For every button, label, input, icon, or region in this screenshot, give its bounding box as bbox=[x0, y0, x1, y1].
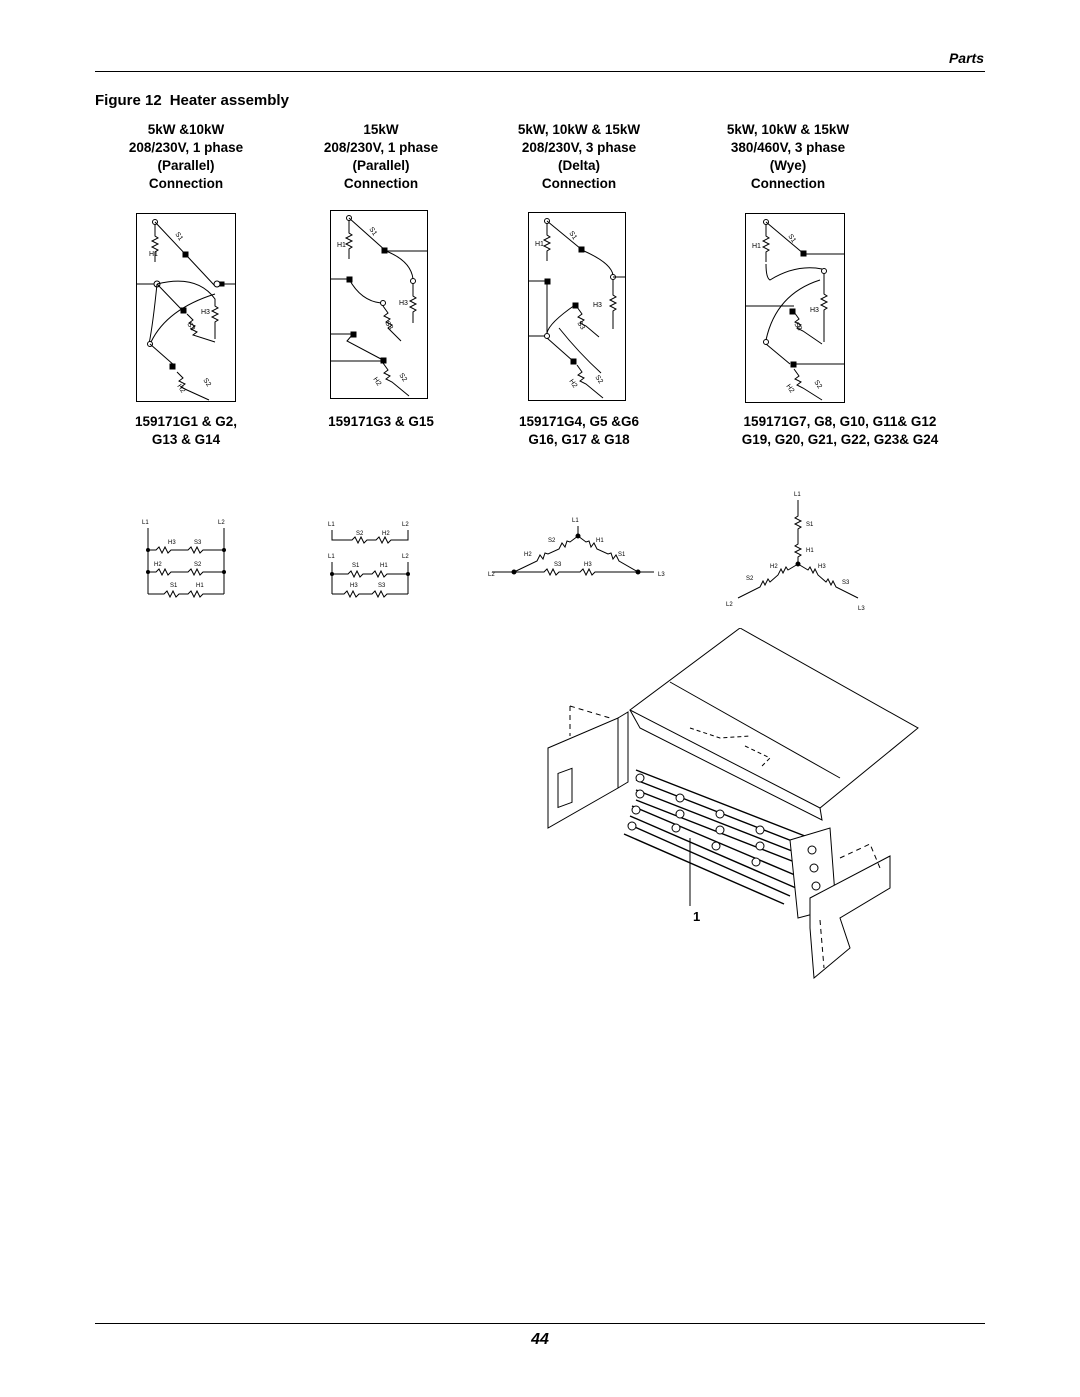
svg-text:H3: H3 bbox=[201, 309, 210, 316]
schematic-wye: L1 S1 H1 H2 S2 H3 S3 L2 L3 bbox=[726, 492, 865, 612]
svg-text:S3: S3 bbox=[185, 321, 196, 332]
schematic-parallel-1: L1 L2 H3 S3 H2 S2 S1 H1 bbox=[142, 520, 226, 599]
svg-text:H1: H1 bbox=[806, 548, 814, 554]
svg-text:S2: S2 bbox=[593, 374, 604, 385]
wiring-diagram-parallel-1: H1 S1 L2 L1 H3 S3 H2 S2 bbox=[136, 213, 236, 402]
svg-text:H2: H2 bbox=[371, 376, 382, 387]
svg-text:H2: H2 bbox=[567, 378, 578, 389]
svg-text:H3: H3 bbox=[399, 300, 408, 307]
column-heading-3: 5kW, 10kW & 15kW 208/230V, 3 phase (Delt… bbox=[517, 122, 641, 191]
svg-text:S1: S1 bbox=[173, 231, 184, 242]
svg-text:H3: H3 bbox=[168, 540, 176, 546]
schematic-parallel-2: L1 L2 S2 H2 L1 L2 S1 H1 H3 S3 bbox=[328, 522, 410, 598]
part-numbers-3: 159171G4, G5 &G6 G16, G17 & G18 bbox=[518, 414, 640, 447]
svg-text:L3: L3 bbox=[858, 606, 865, 612]
part-numbers-1: 159171G1 & G2, G13 & G14 bbox=[134, 414, 238, 447]
svg-text:H2: H2 bbox=[382, 531, 390, 537]
callout-1: 1 bbox=[693, 909, 701, 924]
svg-text:S1: S1 bbox=[806, 522, 814, 528]
svg-text:S1: S1 bbox=[567, 230, 578, 241]
column-heading-1: 5kW &10kW 208/230V, 1 phase (Parallel) C… bbox=[128, 122, 244, 191]
heater-assembly-drawing bbox=[547, 628, 919, 980]
page-number: 44 bbox=[531, 1331, 549, 1348]
svg-text:H1: H1 bbox=[149, 251, 158, 258]
svg-text:L2: L2 bbox=[218, 520, 225, 526]
figure-caption: Heater assembly bbox=[169, 92, 289, 109]
figure-number: Figure 12 bbox=[95, 92, 162, 109]
svg-text:H1: H1 bbox=[752, 243, 761, 250]
svg-text:L1: L1 bbox=[328, 522, 335, 528]
svg-text:H2: H2 bbox=[524, 552, 532, 558]
svg-text:L1: L1 bbox=[328, 554, 335, 560]
svg-text:H2: H2 bbox=[770, 564, 778, 570]
section-title: Parts bbox=[948, 50, 984, 66]
svg-text:H2: H2 bbox=[175, 383, 186, 394]
svg-text:S1: S1 bbox=[786, 233, 797, 244]
column-heading-2: 15kW 208/230V, 1 phase (Parallel) Connec… bbox=[323, 122, 439, 191]
svg-text:S3: S3 bbox=[378, 583, 386, 589]
svg-text:S3: S3 bbox=[194, 540, 202, 546]
svg-text:L1: L1 bbox=[572, 518, 579, 524]
svg-text:S2: S2 bbox=[548, 538, 556, 544]
svg-text:L2: L2 bbox=[402, 522, 409, 528]
svg-text:L1: L1 bbox=[142, 520, 149, 526]
svg-text:H3: H3 bbox=[584, 562, 592, 568]
figure-title: Figure 12 Heater assembly bbox=[95, 92, 289, 109]
column-heading-4: 5kW, 10kW & 15kW 380/460V, 3 phase (Wye)… bbox=[726, 122, 850, 191]
svg-text:H3: H3 bbox=[593, 302, 602, 309]
svg-text:S2: S2 bbox=[201, 377, 212, 388]
svg-text:H3: H3 bbox=[810, 307, 819, 314]
svg-text:S1: S1 bbox=[367, 226, 378, 237]
svg-text:S3: S3 bbox=[383, 320, 394, 331]
svg-text:S3: S3 bbox=[554, 562, 562, 568]
schematic-delta: L1 S2 H2 H1 S1 S3 H3 L2 L3 bbox=[488, 518, 665, 578]
svg-text:S2: S2 bbox=[397, 372, 408, 383]
svg-text:S3: S3 bbox=[842, 580, 850, 586]
svg-text:S1: S1 bbox=[618, 552, 626, 558]
svg-text:S2: S2 bbox=[194, 562, 202, 568]
part-numbers-4: 159171G7, G8, G10, G11& G12 G19, G20, G2… bbox=[741, 414, 939, 447]
svg-text:H3: H3 bbox=[818, 564, 826, 570]
footer-rule bbox=[95, 1323, 985, 1324]
svg-text:L3: L3 bbox=[658, 572, 665, 578]
svg-text:H1: H1 bbox=[596, 538, 604, 544]
svg-text:S2: S2 bbox=[746, 576, 754, 582]
svg-text:S2: S2 bbox=[812, 379, 823, 390]
svg-text:L2: L2 bbox=[726, 602, 733, 608]
svg-text:S3: S3 bbox=[792, 321, 803, 332]
wiring-diagram-parallel-2: H1 S1 L1 L2 H3 S3 L2 L1 H2 S2 bbox=[330, 210, 428, 399]
svg-text:S2: S2 bbox=[356, 531, 364, 537]
wiring-diagram-delta: H1 S1 L1 L3 H3 S3 L2 H2 S2 bbox=[528, 212, 626, 401]
svg-text:L2: L2 bbox=[402, 554, 409, 560]
svg-text:S1: S1 bbox=[170, 583, 178, 589]
svg-text:H3: H3 bbox=[350, 583, 358, 589]
wiring-diagram-wye: H1 S1 L1 H3 L3 S3 L2 H2 S2 bbox=[745, 213, 845, 403]
header-rule bbox=[95, 71, 985, 72]
svg-text:H2: H2 bbox=[784, 383, 795, 394]
svg-text:L2: L2 bbox=[488, 572, 495, 578]
svg-text:L1: L1 bbox=[794, 492, 801, 498]
svg-text:H1: H1 bbox=[535, 241, 544, 248]
part-numbers-2: 159171G3 & G15 bbox=[328, 414, 434, 429]
svg-text:H1: H1 bbox=[380, 563, 388, 569]
svg-text:H2: H2 bbox=[154, 562, 162, 568]
svg-text:S1: S1 bbox=[352, 563, 360, 569]
svg-text:H1: H1 bbox=[337, 242, 346, 249]
svg-text:H1: H1 bbox=[196, 583, 204, 589]
svg-text:S3: S3 bbox=[575, 320, 586, 331]
